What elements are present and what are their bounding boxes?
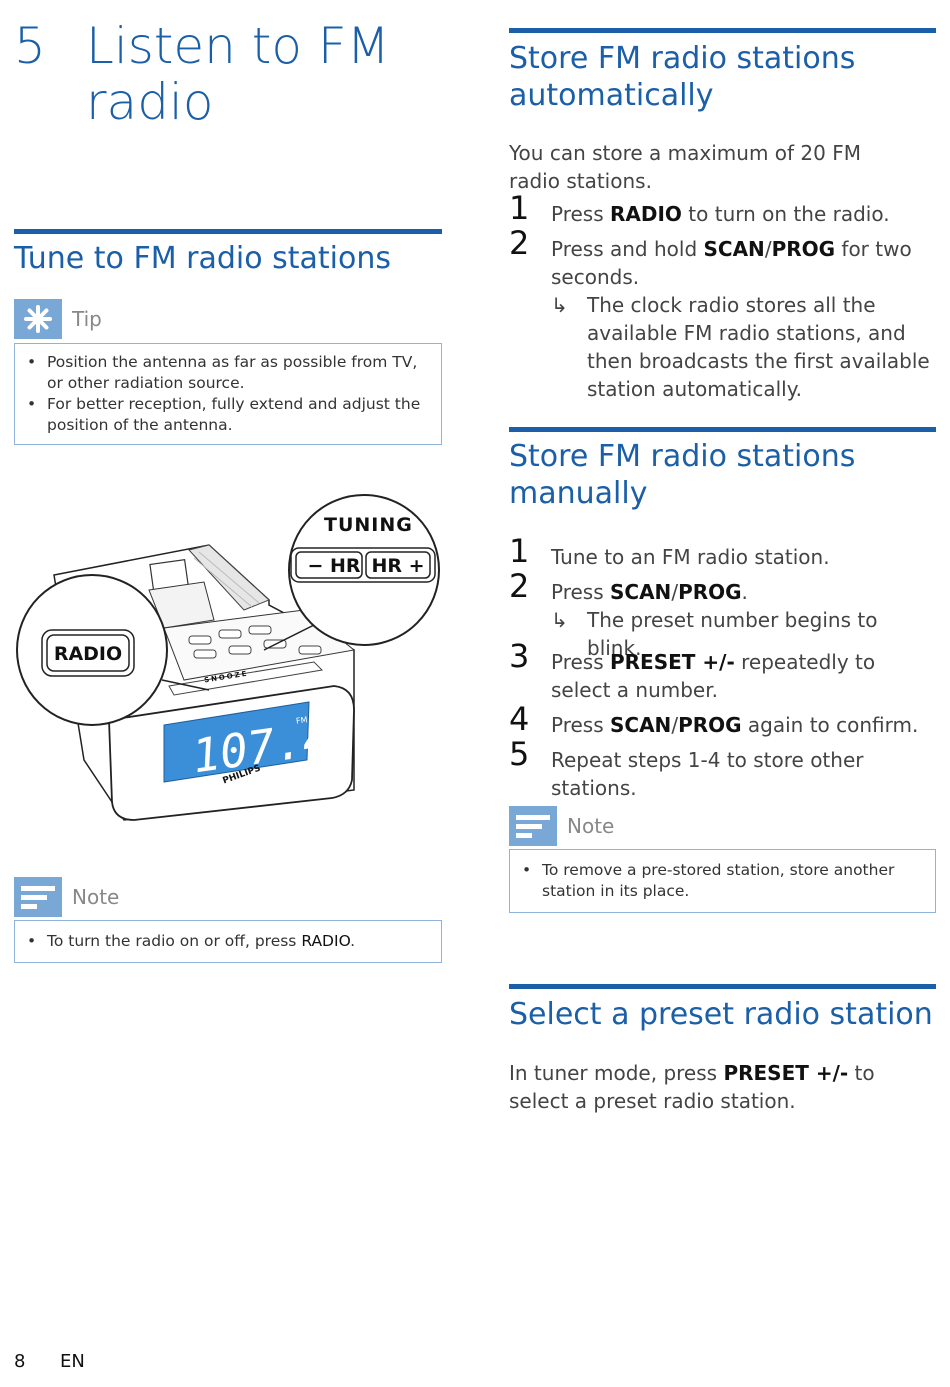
auto-intro: You can store a maximum of 20 FM radio s…	[509, 141, 862, 193]
note-icon	[14, 877, 62, 917]
list-item: •For better reception, fully extend and …	[27, 395, 421, 434]
note-content: •To turn the radio on or off, press RADI…	[14, 920, 442, 963]
note-label: Note	[72, 885, 120, 909]
page-number: 8	[14, 1351, 26, 1372]
section-rule	[14, 229, 442, 234]
chapter-title: Listen to FM radio	[86, 17, 390, 131]
hr-minus-button: − HR	[307, 555, 361, 577]
tip-label: Tip	[72, 307, 102, 331]
hr-plus-button: HR +	[371, 555, 425, 577]
tune-heading: Tune to FM radio stations	[14, 241, 391, 276]
note-header: Note	[509, 806, 936, 846]
note-label: Note	[567, 814, 615, 838]
manual-steps: 1 Tune to an FM radio station. 2 Press S…	[509, 532, 919, 800]
tip-icon	[14, 299, 62, 339]
result-arrow-icon: ↳	[551, 293, 568, 317]
result-arrow-icon: ↳	[551, 608, 568, 632]
radio-button: RADIO	[53, 643, 123, 665]
manual-heading: Store FM radio stations manually	[509, 439, 856, 511]
tip-content: •Position the antenna as far as possible…	[14, 343, 442, 445]
tip-box: Tip •Position the antenna as far as poss…	[14, 299, 442, 445]
section-rule	[509, 28, 936, 33]
section-rule	[509, 984, 936, 989]
clock-radio-illustration: TUNING − HR HR + RADIO 107.4 FM PHILIPS …	[14, 490, 444, 830]
note-box: Note •To turn the radio on or off, press…	[14, 877, 442, 963]
auto-heading: Store FM radio stations automatically	[509, 41, 856, 113]
list-item: •To remove a pre-stored station, store a…	[522, 861, 895, 900]
note-content: •To remove a pre-stored station, store a…	[509, 849, 936, 913]
note-icon	[509, 806, 557, 846]
note-header: Note	[14, 877, 442, 917]
preset-text: In tuner mode, press PRESET +/- to selec…	[509, 1061, 875, 1113]
list-item: •To turn the radio on or off, press RADI…	[27, 932, 356, 950]
section-rule	[509, 427, 936, 432]
note-box: Note •To remove a pre-stored station, st…	[509, 806, 936, 913]
language-code: EN	[60, 1351, 85, 1372]
preset-heading: Select a preset radio station	[509, 997, 933, 1032]
list-item: •Position the antenna as far as possible…	[27, 353, 418, 392]
chapter-number: 5	[14, 17, 46, 75]
tuning-label: TUNING	[324, 514, 413, 536]
auto-steps: 1 Press RADIO to turn on the radio. 2 Pr…	[509, 189, 930, 401]
tip-header: Tip	[14, 299, 442, 339]
lcd-unit: FM	[295, 715, 309, 726]
